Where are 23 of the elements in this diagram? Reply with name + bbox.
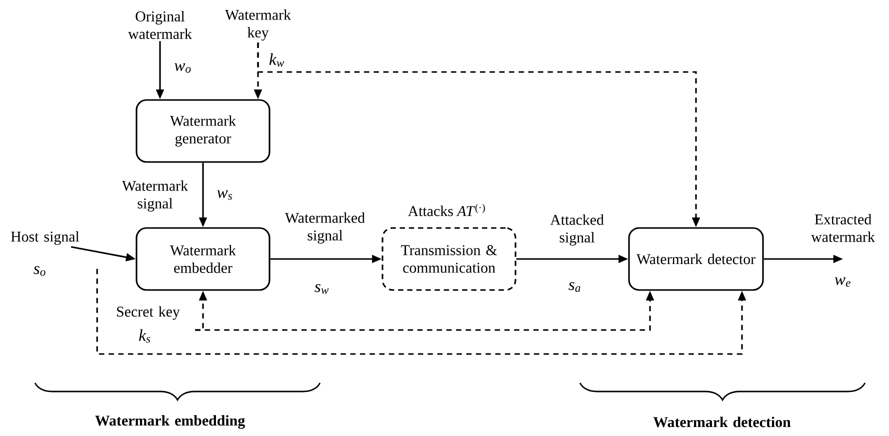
edge-label: w$_{s}$ xyxy=(214,188,236,202)
text-label: Watermark key xyxy=(225,9,291,41)
edge-label: k$_{w}$ xyxy=(267,52,287,68)
symbol-label: s$_{o}$ xyxy=(34,266,46,276)
process-box: Transmission & communication xyxy=(382,227,516,291)
process-box: Watermark detector xyxy=(628,227,764,291)
text-label: Original watermark xyxy=(128,10,192,40)
edge-label: s$_{a}$ xyxy=(566,280,584,294)
box-heading: Attacks AT$^{(·)}$ xyxy=(408,204,485,216)
section-label: Watermark detection xyxy=(653,416,791,428)
edge-label: w$_{o}$ xyxy=(172,61,194,75)
symbol-label: w$_{e}$ xyxy=(834,277,850,287)
signal-label: Watermarked signal xyxy=(285,212,365,244)
text-label: Host signal xyxy=(11,231,80,245)
process-box: Watermark generator xyxy=(136,99,270,163)
edge-label: s$_{w}$ xyxy=(312,282,332,296)
section-label: Watermark embedding xyxy=(95,415,245,429)
symbol-label: k$_{s}$ xyxy=(139,329,150,343)
text-label: Secret key xyxy=(117,306,180,320)
signal-label: Watermark signal xyxy=(122,180,188,212)
process-box: Watermark embedder xyxy=(136,227,270,291)
text-label: Extracted watermark xyxy=(811,214,875,242)
signal-label: Attacked signal xyxy=(550,214,604,246)
